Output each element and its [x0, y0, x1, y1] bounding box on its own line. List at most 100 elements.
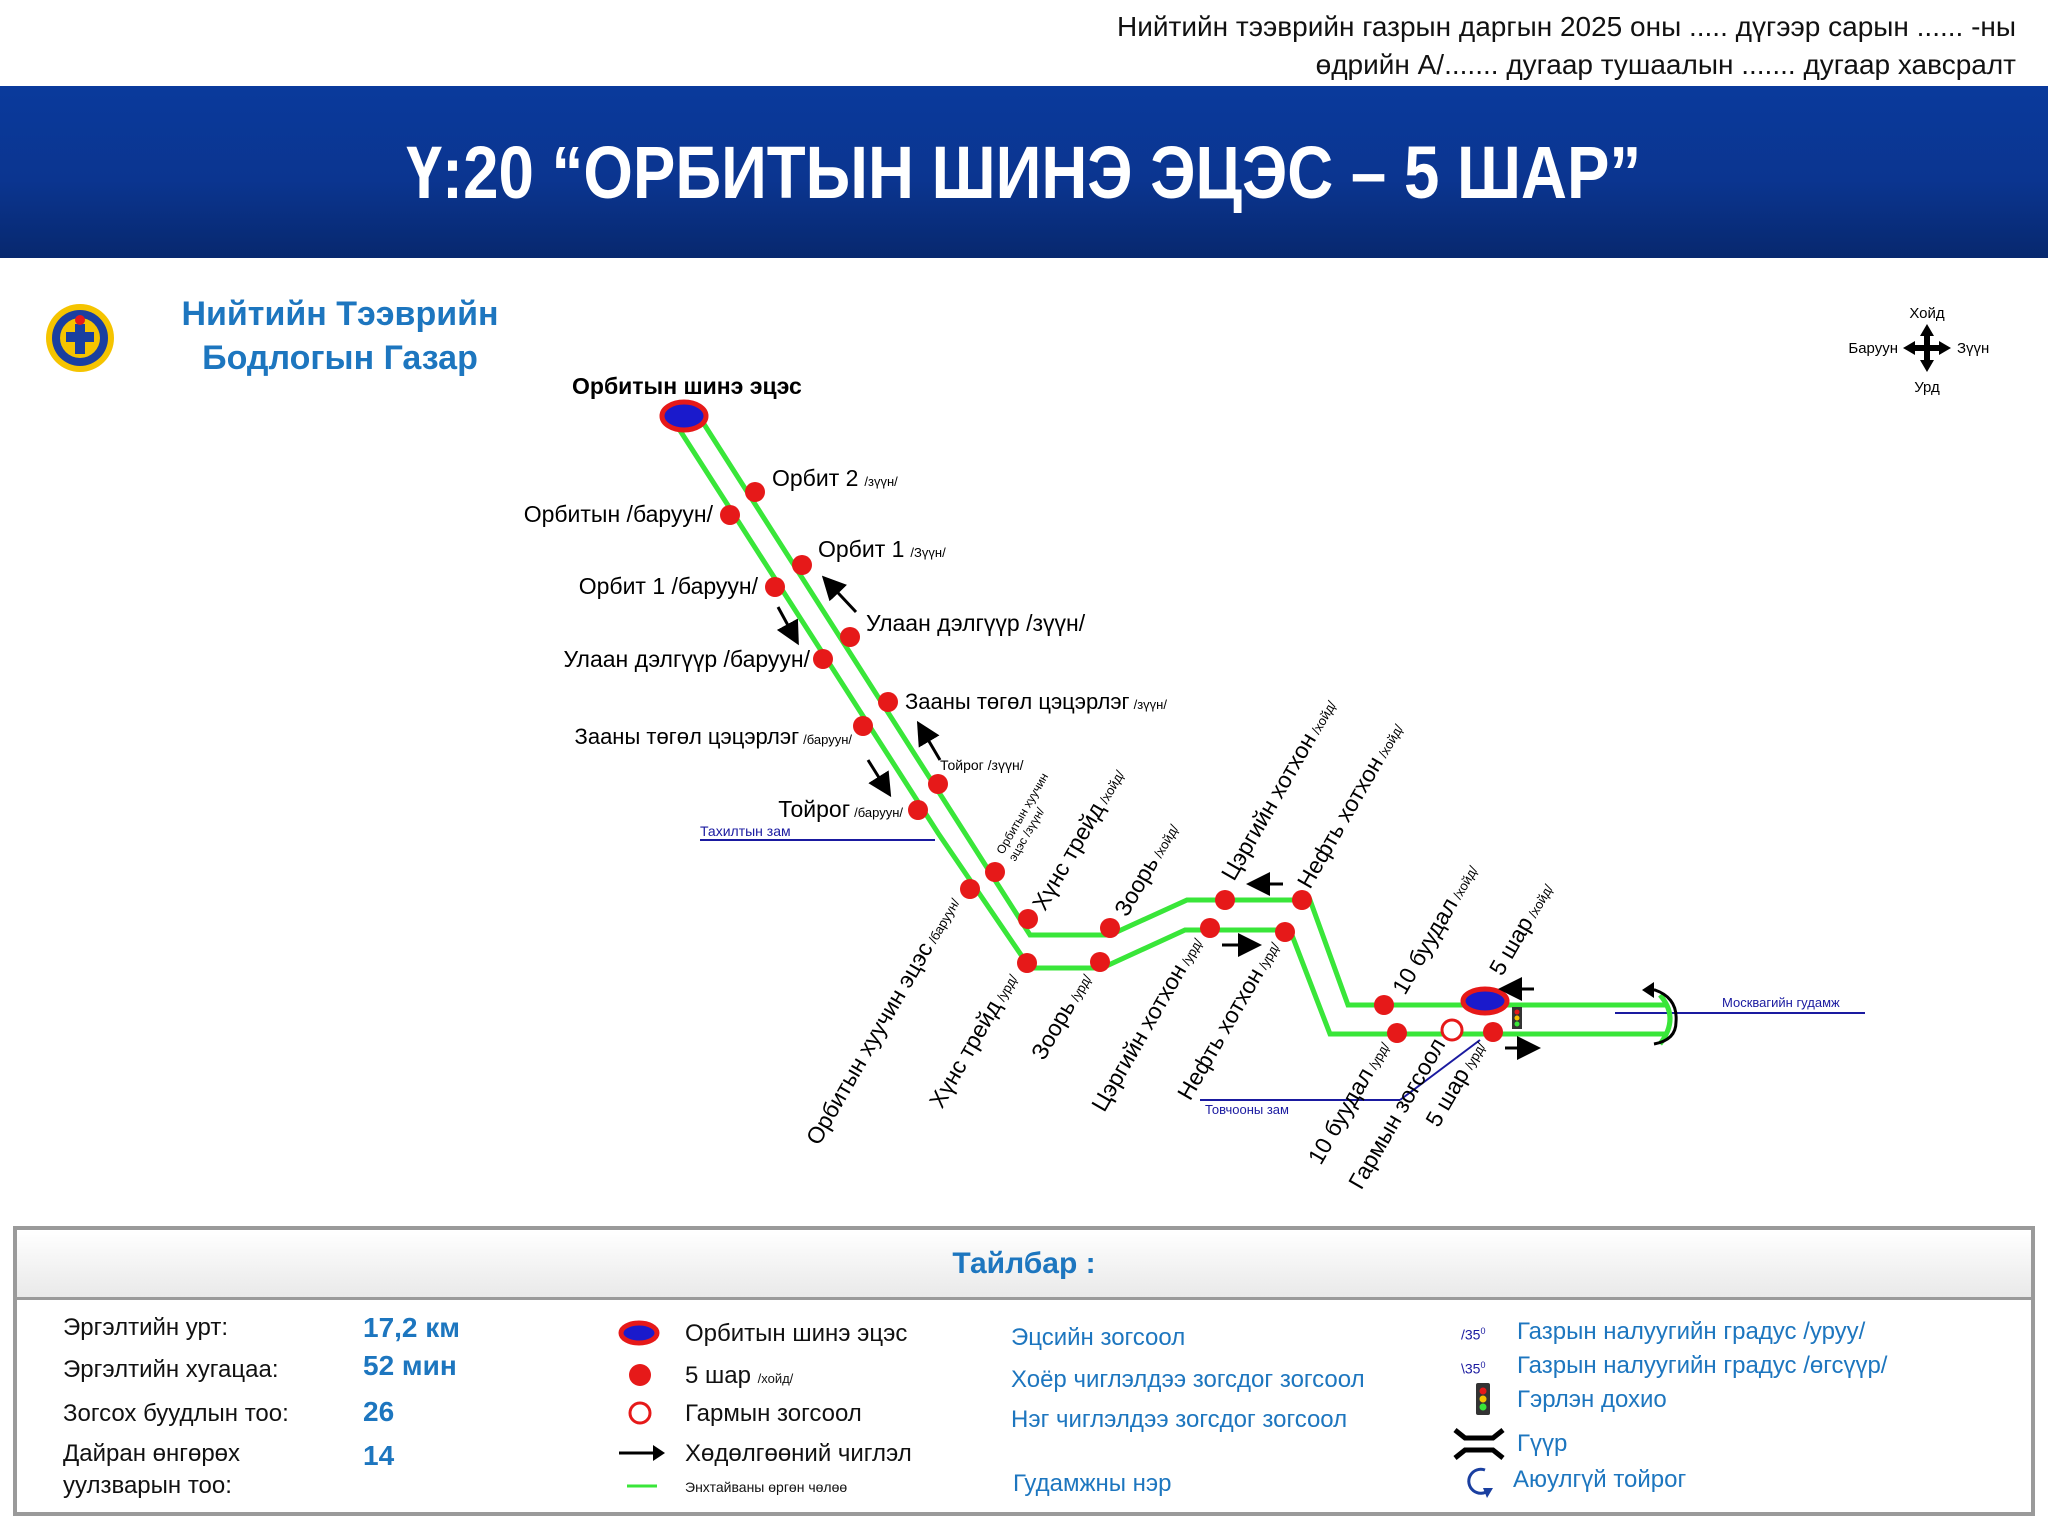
stop-5shar-s [1483, 1022, 1503, 1042]
agency-name: Нийтийн Тээврийн Бодлогын Газар [150, 292, 530, 380]
order-reference-line-1: Нийтийн тээврийн газрын даргын 2025 оны … [1117, 11, 2016, 42]
stop-b10-n [1374, 995, 1394, 1015]
terminal-5shar-icon [1460, 986, 1510, 1016]
stop-markers [720, 482, 1503, 1043]
stop-neft-n [1292, 890, 1312, 910]
legend-lane-label: Энхтайваны өргөн чөлөө [685, 1479, 848, 1495]
legend-terminal-icon [618, 1320, 660, 1346]
legend-stop-icon [629, 1364, 651, 1386]
stop-tserg-n [1215, 890, 1235, 910]
stop-orbit1-e [792, 555, 812, 575]
legend-one-way-stop: Нэг чиглэлдээ зогсдог зогсоол [1011, 1406, 1348, 1433]
stop-garmyn [1440, 1018, 1464, 1042]
legend-slope-up-unit: 0 [1480, 1360, 1486, 1370]
legend-stop-label-main: 5 шар [685, 1362, 751, 1389]
street-lines [700, 839, 1865, 1101]
stop-huns-n [1018, 909, 1038, 929]
terminal-label: Орбитын шинэ эцэс [572, 373, 802, 399]
loop-arrowhead-icon [1642, 982, 1654, 998]
order-reference-note: Нийтийн тээврийн газрын даргын 2025 оны … [1117, 8, 2016, 84]
compass-north: Хойд [1909, 305, 1945, 322]
stat-stops-value: 26 [363, 1396, 395, 1427]
legend-traffic-light-icon [1476, 1383, 1490, 1415]
street-label-tahiltyn: Тахилтын зам [700, 823, 791, 839]
stat-duration-value: 52 мин [363, 1350, 457, 1381]
legend-slope-down-icon: /350 [1461, 1326, 1486, 1343]
order-reference-line-2: өдрийн А/....... дугаар тушаалын .......… [1315, 49, 2016, 80]
stop-neft-s [1275, 922, 1295, 942]
street-line-tovchoony-diag [1399, 1039, 1481, 1101]
label-5shar-n: 5 шар/хойд/ [1484, 877, 1558, 979]
compass-east: Зүүн [1957, 340, 1989, 357]
stop-orbit2-e [745, 482, 765, 502]
stop-toirog-w [908, 800, 928, 820]
agency-name-line-2: Бодлогын Газар [202, 339, 478, 377]
stop-ulaan-e [840, 627, 860, 647]
compass-arrows-icon [1903, 324, 1951, 372]
stat-intersections-label-line-2: уулзварын тоо: [63, 1472, 232, 1499]
stop-old-e [985, 862, 1005, 882]
legend-title: Тайлбар : [952, 1246, 1096, 1280]
stat-stops-label: Зогсох буудлын тоо: [63, 1400, 289, 1427]
stop-zaany-w [853, 716, 873, 736]
compass-rose: Хойд Баруун Зүүн Урд [1848, 305, 1989, 396]
legend-slope-down-unit: 0 [1480, 1326, 1486, 1336]
legend-garmyn-icon [628, 1401, 652, 1425]
stop-labels: Орбит 2/зүүн/ Орбитын /баруун/ Орбит 1/З… [524, 465, 1840, 1193]
direction-arrow-icon [821, 575, 858, 614]
direction-arrows [776, 575, 1541, 1060]
legend-direction-arrow-icon [619, 1445, 665, 1461]
legend-traffic-light: Гэрлэн дохио [1517, 1386, 1667, 1413]
legend-roundabout-icon [1467, 1467, 1493, 1498]
legend-two-way-stop: Хоёр чиглэлдээ зогсдог зогсоол [1011, 1366, 1365, 1393]
label-zoor-s: Зоорь/урд/ [1026, 967, 1097, 1064]
direction-arrow-icon [866, 759, 892, 798]
legend-street-name: Гудамжны нэр [1013, 1470, 1172, 1497]
traffic-light-icon [1512, 1007, 1522, 1029]
stop-tserg-s [1200, 918, 1220, 938]
direction-arrow-icon [916, 720, 942, 761]
label-toirog-w: Тойрог/баруун/ [778, 796, 903, 822]
label-old-e: Орбитын хуучинэцэс /зүүн/ [993, 770, 1063, 863]
stat-intersections-label-line-1: Дайран өнгөрөх [63, 1440, 241, 1467]
stop-huns-s [1017, 953, 1037, 973]
stat-duration-label: Эргэлтийн хугацаа: [63, 1356, 279, 1383]
stop-old-w [960, 879, 980, 899]
direction-arrow-icon [776, 606, 799, 646]
route-map: Орбитын шинэ эцэс Орбит 2/зүүн/ Орбитын … [524, 305, 1990, 1193]
legend-slope-up-value: 35 [1464, 1360, 1481, 1377]
legend-bridge-icon [1453, 1428, 1505, 1460]
route-title: Ү:20 “ОРБИТЫН ШИНЭ ЭЦЭС – 5 ШАР” [406, 130, 1642, 214]
label-orbit1-e: Орбит 1/Зүүн/ [818, 536, 946, 562]
label-zaany-w: Зааны төгөл цэцэрлэг/баруун/ [575, 724, 853, 749]
stat-intersections-label: Дайран өнгөрөх уулзварын тоо: [63, 1438, 240, 1502]
compass-south: Урд [1914, 379, 1940, 396]
legend-stop-label: 5 шар /хойд/ [685, 1362, 793, 1390]
legend-end-stop: Эцсийн зогсоол [1011, 1324, 1186, 1351]
terminal-orbit-icon [659, 399, 709, 433]
legend-slope-up-icon: \350 [1461, 1360, 1486, 1377]
title-bar: Ү:20 “ОРБИТЫН ШИНЭ ЭЦЭС – 5 ШАР” [0, 86, 2048, 258]
legend-slope-up: Газрын налуугийн градус /өгсүүр/ [1517, 1352, 1888, 1379]
stop-toirog-e [928, 774, 948, 794]
stop-zaany-e [878, 692, 898, 712]
label-old-w: Орбитын хуучин эцэс/баруун/ [801, 891, 965, 1149]
stop-orbit-w [720, 505, 740, 525]
legend-direction-label: Хөдөлгөөний чиглэл [685, 1440, 912, 1467]
legend-panel: Тайлбар : Эргэлтийн урт: 17,2 км Эргэлти… [13, 1226, 2035, 1516]
legend-slope-down: Газрын налуугийн градус /уруу/ [1517, 1318, 1866, 1345]
label-orbit2-e: Орбит 2/зүүн/ [772, 465, 898, 491]
label-orbit1-w: Орбит 1 /баруун/ [579, 573, 759, 599]
legend-roundabout: Аюулгүй тойрог [1513, 1466, 1687, 1493]
legend-stop-label-dir: /хойд/ [757, 1371, 794, 1386]
legend-terminal-label: Орбитын шинэ эцэс [685, 1320, 908, 1347]
legend-slope-down-value: 35 [1464, 1326, 1481, 1343]
legend-header: Тайлбар : [17, 1230, 2031, 1300]
legend-garmyn-label: Гармын зогсоол [685, 1400, 862, 1427]
legend-bridge: Гүүр [1517, 1430, 1568, 1457]
route-lines [669, 408, 1673, 1046]
stat-length-value: 17,2 км [363, 1312, 461, 1343]
stop-ulaan-w [813, 649, 833, 669]
stop-zoor-n [1100, 918, 1120, 938]
label-toirog-e: Тойрог /зүүн/ [940, 757, 1024, 773]
